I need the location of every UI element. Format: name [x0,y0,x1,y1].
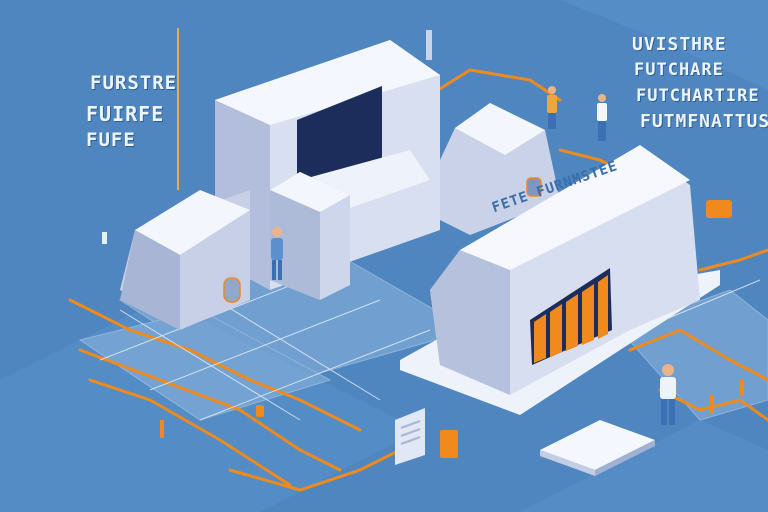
sign-right-line-4: FUTMFNATTUSE [640,111,768,132]
barrier-posts [102,30,744,438]
main-building [400,145,720,415]
middle-block [270,172,350,300]
left-building [120,190,250,330]
back-right-building [440,103,560,235]
worker-center [271,227,283,280]
arched-door [223,277,241,303]
sign-left-line-3: FUFE [86,129,136,151]
worker-back-1 [547,86,557,129]
sign-right-line-3: FUTCHARTIRE [636,86,760,106]
guide-lines [99,269,761,421]
sign-right-line-1: UVISTHRE [632,34,727,55]
worker-front-right [660,364,676,425]
sign-right-line-2: FUTCHARE [634,60,724,80]
worker-back-2 [597,94,607,141]
orange-shutter [530,268,612,365]
worker-figures [271,86,676,425]
front-platform [540,420,655,476]
small-window [526,177,542,197]
sign-left-line-1: FURSTRE [90,72,178,94]
info-board [395,408,425,465]
sign-left-line-2: FUIRFE [86,102,165,126]
orange-bins [256,200,732,458]
